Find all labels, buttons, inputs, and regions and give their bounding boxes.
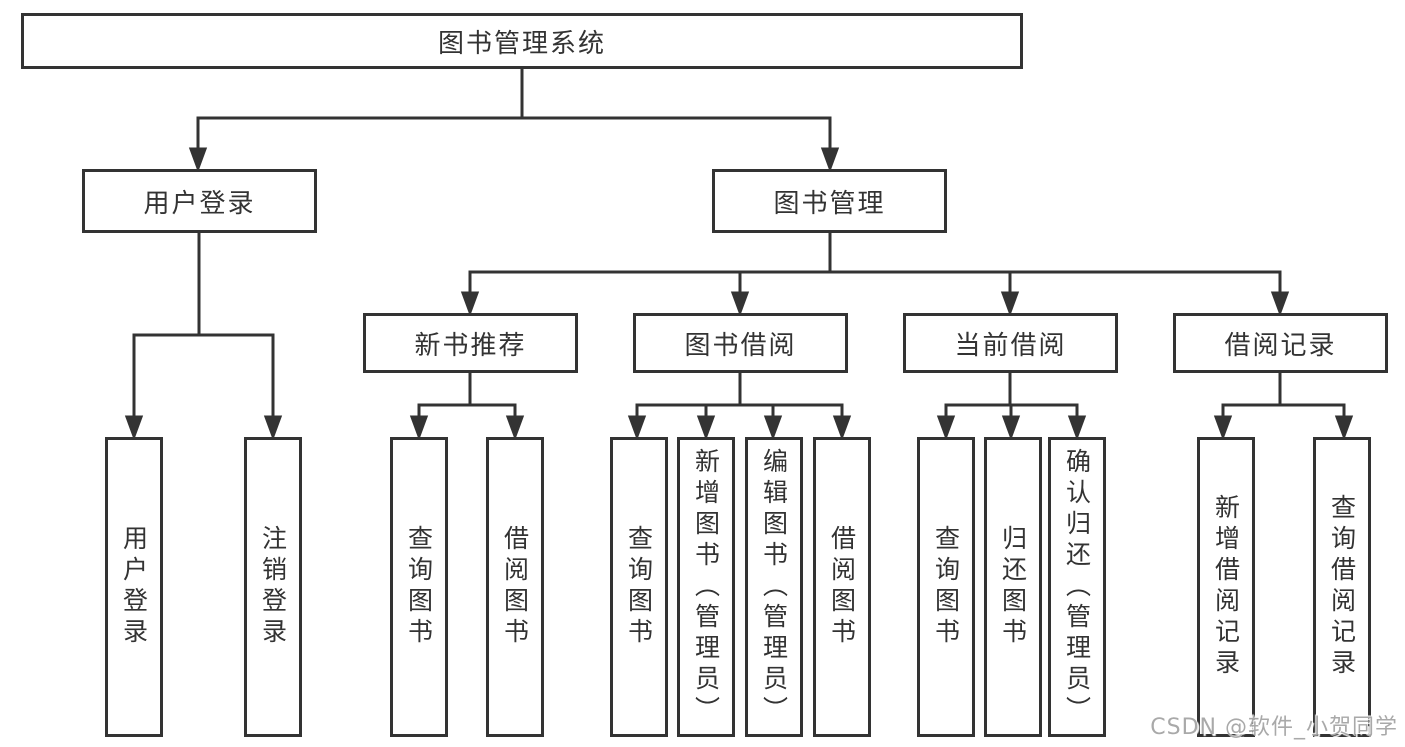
leaf-return-books: 归还图书 — [984, 437, 1042, 737]
leaf-current-query-books: 查询图书 — [917, 437, 975, 737]
watermark: CSDN @软件_小贺同学 — [1150, 715, 1398, 740]
leaf-recommend-query-books: 查询图书 — [390, 437, 448, 737]
leaf-recommend-borrow-books: 借阅图书 — [486, 437, 544, 737]
leaf-borrowing-borrow-books: 借阅图书 — [813, 437, 871, 737]
leaf-add-books-admin: 新增图书（管理员） — [677, 437, 735, 737]
node-borrowing-records: 借阅记录 — [1173, 313, 1388, 373]
leaf-logout: 注销登录 — [244, 437, 302, 737]
node-book-management: 图书管理 — [712, 169, 947, 233]
leaf-borrowing-query-books: 查询图书 — [610, 437, 668, 737]
node-book-borrowing: 图书借阅 — [633, 313, 848, 373]
leaf-query-borrow-record: 查询借阅记录 — [1313, 437, 1371, 737]
node-user-login: 用户登录 — [82, 169, 317, 233]
leaf-user-login: 用户登录 — [105, 437, 163, 737]
node-library-management-system: 图书管理系统 — [21, 13, 1023, 69]
leaf-edit-books-admin: 编辑图书（管理员） — [745, 437, 803, 737]
leaf-confirm-return-admin: 确认归还（管理员） — [1048, 437, 1106, 737]
leaf-add-borrow-record: 新增借阅记录 — [1197, 437, 1255, 737]
node-new-book-recommendation: 新书推荐 — [363, 313, 578, 373]
node-current-borrowing: 当前借阅 — [903, 313, 1118, 373]
